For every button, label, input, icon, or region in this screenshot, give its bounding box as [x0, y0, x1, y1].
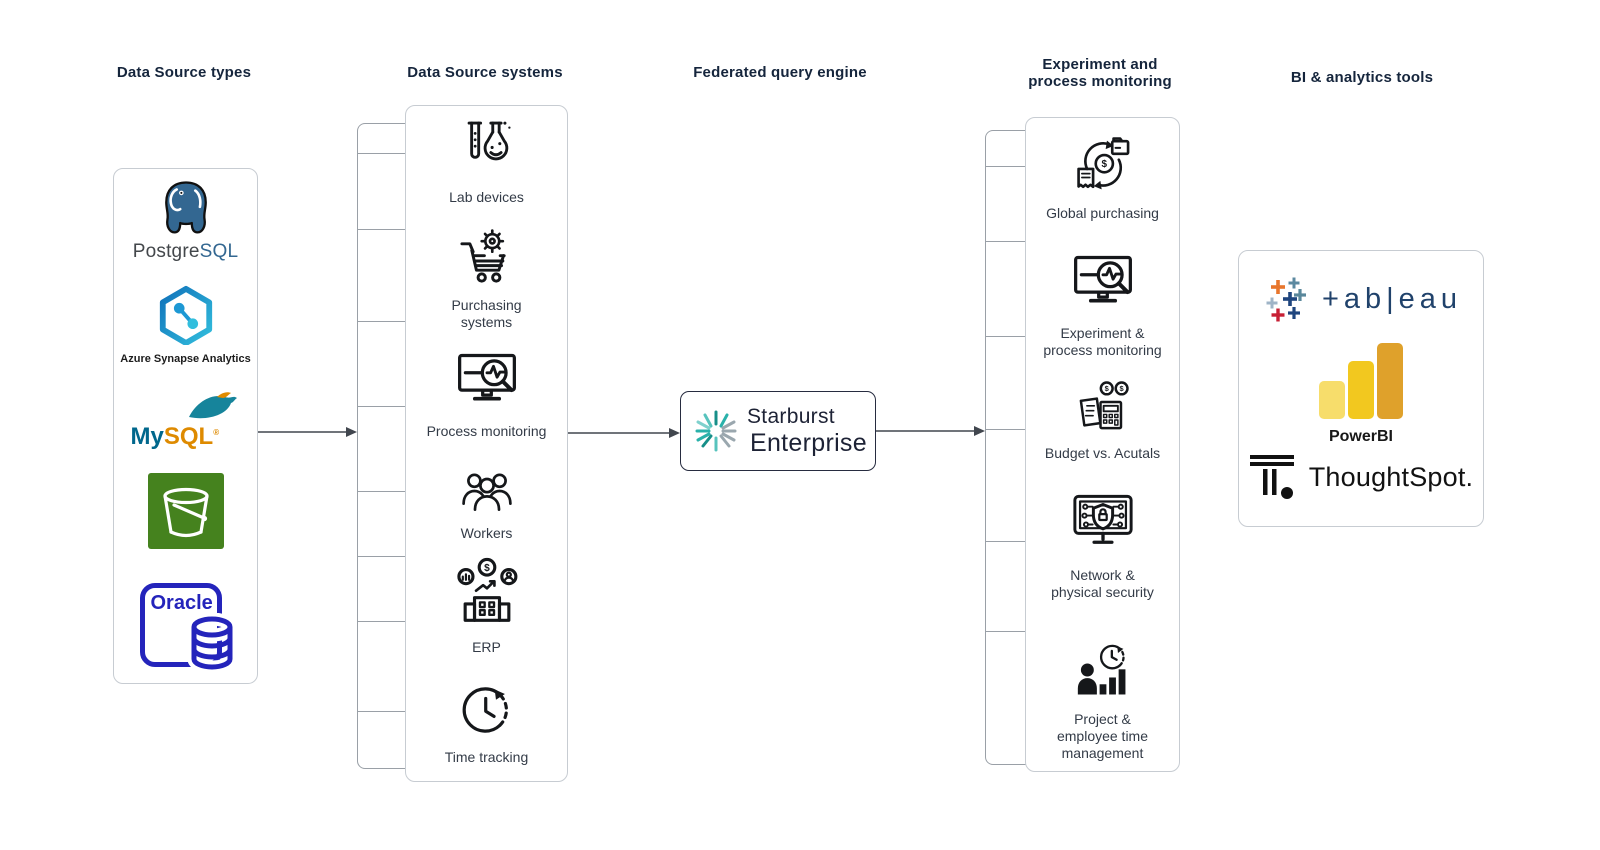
tableau-mark-icon	[1266, 277, 1306, 322]
starburst-word-line1: Starburst	[747, 405, 835, 428]
monitoring-caption-line: Experiment &	[1060, 325, 1145, 341]
logo-s3-bucket	[114, 473, 257, 549]
powerbi-bars-icon	[1319, 343, 1403, 419]
svg-text:$: $	[484, 563, 490, 574]
azure-synapse-label: Azure Synapse Analytics	[120, 353, 251, 365]
card-data-source-types: PostgreSQL Azure Synapse Analytics MySQL…	[113, 168, 258, 684]
data-partition-stack-systems	[357, 123, 414, 769]
column-header-federated-query-engine: Federated query engine	[693, 64, 867, 81]
column-header-data-source-systems: Data Source systems	[407, 64, 563, 81]
system-erp: $ ERP	[406, 554, 567, 656]
monitoring-security: Network & physical security	[1026, 486, 1179, 601]
logo-powerbi: PowerBI	[1239, 343, 1483, 446]
monitoring-caption: Global purchasing	[1046, 205, 1159, 221]
lab-devices-icon	[467, 121, 511, 161]
flow-arrow-engine-to-monitoring	[876, 426, 985, 436]
monitoring-global-purchasing: $ Global purchasing	[1026, 132, 1179, 222]
logo-postgresql: PostgreSQL	[114, 179, 257, 263]
project-time-management-icon	[1077, 644, 1125, 695]
column-header-experiment-monitoring: Experiment and process monitoring	[970, 56, 1230, 90]
system-time-tracking: Time tracking	[406, 678, 567, 766]
header-line: process monitoring	[1028, 73, 1172, 90]
svg-text:$: $	[1119, 384, 1124, 393]
card-bi-analytics-tools: +ab|eau PowerBI ThoughtSpot.	[1238, 250, 1484, 527]
mysql-word-part2: SQL	[163, 423, 214, 450]
process-monitoring-icon	[457, 353, 516, 401]
powerbi-label: PowerBI	[1328, 428, 1393, 445]
column-header-data-source-types: Data Source types	[116, 64, 252, 81]
svg-text:$: $	[1101, 159, 1107, 170]
system-workers: Workers	[406, 458, 567, 542]
system-caption-line: systems	[460, 314, 513, 330]
system-caption: ERP	[472, 639, 501, 655]
monitoring-caption-line: Project &	[1074, 711, 1131, 727]
card-data-source-systems: Lab devices Purchasing systems	[405, 105, 568, 782]
system-caption-line: Purchasing	[451, 297, 522, 313]
oracle-database-icon	[187, 613, 236, 674]
system-caption: Workers	[460, 525, 513, 541]
logo-oracle: Oracle	[114, 577, 257, 674]
time-tracking-icon	[462, 687, 508, 733]
postgresql-word-part1: Postgre	[132, 241, 200, 262]
federated-query-engine-box: Starburst Enterprise	[680, 391, 876, 471]
oracle-wordmark: Oracle	[150, 592, 213, 614]
erp-icon: $	[456, 557, 517, 622]
system-caption: Lab devices	[449, 189, 524, 205]
budget-vs-actuals-icon: $ $	[1079, 381, 1129, 430]
monitoring-caption-line: management	[1061, 745, 1144, 761]
logo-mysql: MySQL®	[114, 391, 257, 453]
mysql-dolphin-icon	[188, 392, 237, 419]
monitoring-caption-line: employee time	[1056, 728, 1149, 744]
monitoring-experiment: Experiment & process monitoring	[1026, 246, 1179, 359]
workers-icon	[461, 473, 512, 511]
postgresql-wordmark: PostgreSQL	[133, 241, 239, 263]
monitoring-caption-line: physical security	[1051, 584, 1154, 600]
monitoring-project-time: Project & employee time management	[1026, 636, 1179, 762]
mysql-registered-mark: ®	[213, 428, 220, 437]
experiment-monitoring-icon	[1073, 255, 1132, 303]
mysql-wordmark: MySQL®	[131, 423, 220, 451]
flow-arrow-systems-to-engine	[567, 428, 680, 438]
monitoring-budget: $ $ Budget vs. Acutals	[1026, 376, 1179, 462]
postgresql-word-part2: SQL	[199, 241, 239, 262]
svg-text:$: $	[1104, 384, 1109, 393]
bucket-icon	[147, 473, 224, 549]
monitoring-caption: Budget vs. Acutals	[1044, 445, 1161, 461]
thoughtspot-mark-icon	[1249, 455, 1294, 499]
thoughtspot-wordmark: ThoughtSpot.	[1308, 461, 1474, 492]
system-lab-devices: Lab devices	[406, 118, 567, 206]
starburst-wordmark: Starburst Enterprise	[747, 406, 867, 456]
header-line: Experiment and	[1042, 56, 1158, 73]
logo-azure-synapse: Azure Synapse Analytics	[114, 285, 257, 365]
starburst-word-line2: Enterprise	[750, 429, 867, 457]
column-header-bi-analytics-tools: BI & analytics tools	[1290, 69, 1434, 86]
azure-synapse-icon	[159, 285, 212, 345]
flow-arrow-types-to-systems	[257, 427, 357, 437]
starburst-logo-icon	[695, 410, 737, 452]
network-security-icon	[1072, 494, 1133, 544]
tableau-wordmark: +ab|eau	[1321, 282, 1463, 315]
postgresql-elephant-icon	[164, 181, 207, 234]
monitoring-caption-line: Network &	[1070, 567, 1135, 583]
mysql-word-part1: My	[130, 423, 164, 450]
card-experiment-process-monitoring: $ Global purchasing Experiment & process…	[1025, 117, 1180, 772]
purchasing-systems-icon	[459, 229, 506, 283]
system-caption: Time tracking	[444, 749, 529, 765]
global-purchasing-icon: $	[1076, 137, 1129, 190]
system-process-monitoring: Process monitoring	[406, 344, 567, 440]
system-caption: Process monitoring	[426, 423, 547, 439]
system-purchasing: Purchasing systems	[406, 224, 567, 331]
logo-tableau: +ab|eau	[1239, 273, 1483, 325]
logo-thoughtspot: ThoughtSpot.	[1239, 453, 1483, 501]
monitoring-caption-line: process monitoring	[1043, 342, 1162, 358]
